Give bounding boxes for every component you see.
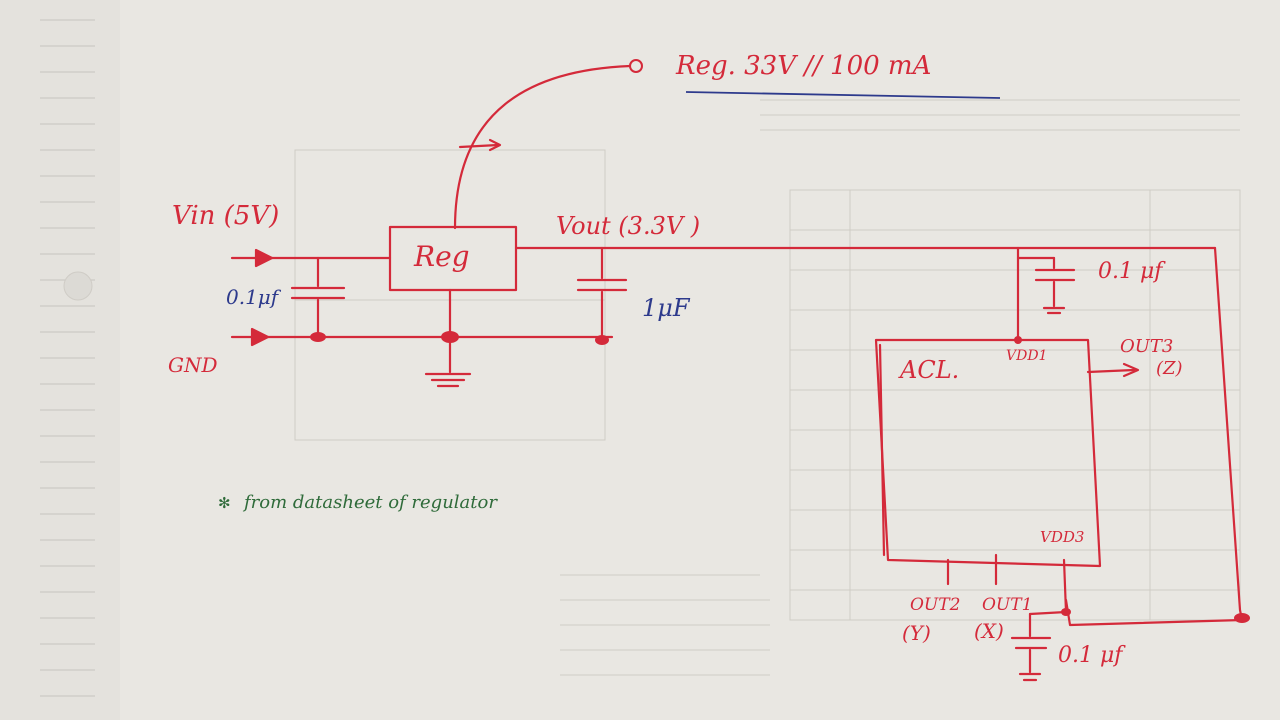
junction-vdd3 [1061,608,1071,616]
junction-dots [310,59,1250,623]
cap-vdd3-branch [1028,610,1068,616]
junction-rail [1234,613,1250,623]
vin-arrow [254,248,274,268]
junction-reg-gnd [441,331,459,343]
reg-note-label: Reg. 33V // 100 mA [675,51,931,81]
accelerometer-box-edge [878,343,886,557]
cap-out-label: 1μF [642,294,691,322]
vin-label: Vin (5V) [172,201,279,231]
out3-wire [1086,368,1136,374]
out2-axis-label: (Y) [902,621,931,645]
regulator-box [388,225,518,292]
out1-label: OUT1 [982,595,1032,615]
junction-cap-out [595,335,609,345]
binder-hole [63,271,93,301]
out3-arrow [1122,362,1140,378]
accelerometer-label: ACL. [898,356,959,384]
schematic-wires [230,64,1244,682]
out1-axis-label: (X) [974,619,1004,643]
out3-label: OUT3 [1120,336,1173,357]
reg-pointer-tick-head [488,138,502,152]
out2-label: OUT2 [910,595,960,615]
gnd-arrow [250,327,270,347]
ghost-print [294,99,1241,676]
junction-cap-in [310,332,326,342]
paper-margin [0,0,120,720]
reg-note-underline [685,91,1001,99]
reg-pointer-curve [453,64,632,230]
datasheet-note: from datasheet of regulator [242,492,498,513]
vdd3-pin-label: VDD3 [1040,528,1084,546]
reg-pointer-tick [458,143,500,149]
cap-vdd1-label: 0.1 μf [1098,259,1166,284]
vdd3-pin [1062,558,1068,614]
vout-label: Vout (3.3V ) [556,212,700,240]
gnd-label: GND [168,353,218,377]
cap-in-label: 0.1μf [226,285,282,309]
out3-axis-label: (Z) [1156,358,1183,379]
handwritten-labels: Reg. 33V // 100 mA Vin (5V) GND Reg Vout… [168,51,1183,668]
junction-vdd1 [1014,336,1022,344]
vdd1-pin-label: VDD1 [1006,348,1047,364]
note-asterisk: ✻ [218,494,231,512]
reg-pointer-dot [629,59,643,73]
regulator-label: Reg [413,240,470,273]
cap-vdd3-label: 0.1 μf [1058,643,1126,668]
